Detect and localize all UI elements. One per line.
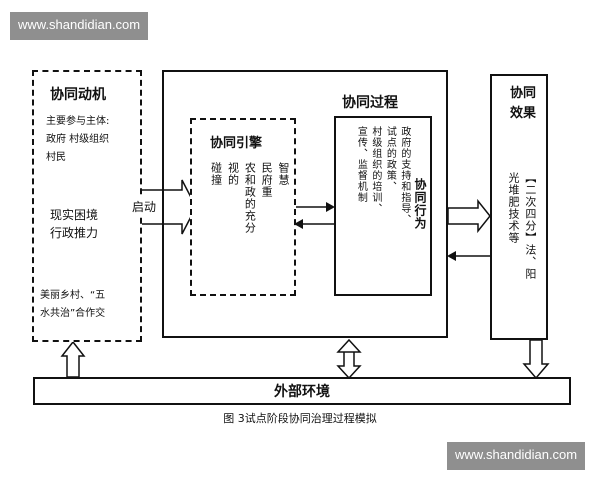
effect-col2: 光堆肥技术等 bbox=[507, 172, 520, 244]
pressure-line1: 现实困境 bbox=[50, 208, 99, 222]
engine-title: 协同引擎 bbox=[210, 136, 263, 151]
engine-col1: 智慧 bbox=[277, 162, 290, 186]
effect-title: 协同 效果 bbox=[510, 84, 536, 124]
env-double-arrow bbox=[336, 338, 362, 380]
start-label: 启动 bbox=[132, 198, 157, 215]
effect-col1: 【二次四分】法、阳 bbox=[523, 172, 537, 280]
effect-title-line2: 效果 bbox=[510, 106, 537, 121]
watermark-bottom: www.shandidian.com bbox=[447, 442, 586, 470]
engine-text: 智慧 民府重 农和政的充分 视的 碰撞 bbox=[210, 162, 290, 282]
action-col2: 试点的政策、 bbox=[384, 126, 396, 192]
action-col3: 村级组织的培训、 bbox=[369, 126, 381, 214]
action-text: 协同行为 政府的支持和指导、 试点的政策、 村级组织的培训、 宣传、监督机制 bbox=[342, 126, 428, 292]
action-box: 协同行为 政府的支持和指导、 试点的政策、 村级组织的培训、 宣传、监督机制 bbox=[334, 116, 432, 296]
env-up-arrow bbox=[60, 340, 86, 378]
action-title: 协同行为 bbox=[413, 178, 427, 230]
engine-col3: 农和政的充分 bbox=[243, 162, 257, 234]
figure-caption: 图 3试点阶段协同治理过程模拟 bbox=[223, 412, 377, 425]
participants-line1: 政府 村级组织 bbox=[46, 134, 110, 145]
effect-text: 【二次四分】法、阳 光堆肥技术等 bbox=[498, 172, 544, 338]
engine-col2: 民府重 bbox=[260, 162, 274, 198]
environment-label: 外部环境 bbox=[274, 384, 330, 400]
action-col1: 政府的支持和指导、 bbox=[398, 126, 410, 225]
engine-col5: 碰撞 bbox=[209, 162, 223, 186]
process-panel: 协同过程 bbox=[162, 70, 448, 338]
engine-col4: 视的 bbox=[226, 162, 240, 186]
participants-label: 主要参与主体: bbox=[46, 116, 110, 127]
effect-arrow bbox=[447, 198, 491, 234]
policy-line2: 水共治”合作交 bbox=[40, 308, 106, 319]
policy-line1: 美丽乡村、“五 bbox=[40, 290, 106, 301]
environment-bar: 外部环境 bbox=[33, 377, 571, 405]
effect-panel: 协同 效果 【二次四分】法、阳 光堆肥技术等 bbox=[490, 74, 548, 340]
engine-box: 协同引擎 智慧 民府重 农和政的充分 视的 碰撞 bbox=[190, 118, 296, 296]
action-col4: 宣传、监督机制 bbox=[355, 126, 367, 203]
process-title: 协同过程 bbox=[342, 95, 398, 111]
pressure-line2: 行政推力 bbox=[50, 226, 99, 240]
env-down-arrow bbox=[522, 339, 550, 380]
participants-line2: 村民 bbox=[46, 152, 66, 163]
motivation-title: 协同动机 bbox=[50, 87, 106, 103]
effect-title-line1: 协同 bbox=[510, 86, 537, 101]
motivation-panel: 协同动机 主要参与主体: 政府 村级组织 村民 现实困境 行政推力 美丽乡村、“… bbox=[32, 70, 142, 342]
watermark-top: www.shandidian.com bbox=[10, 12, 149, 40]
